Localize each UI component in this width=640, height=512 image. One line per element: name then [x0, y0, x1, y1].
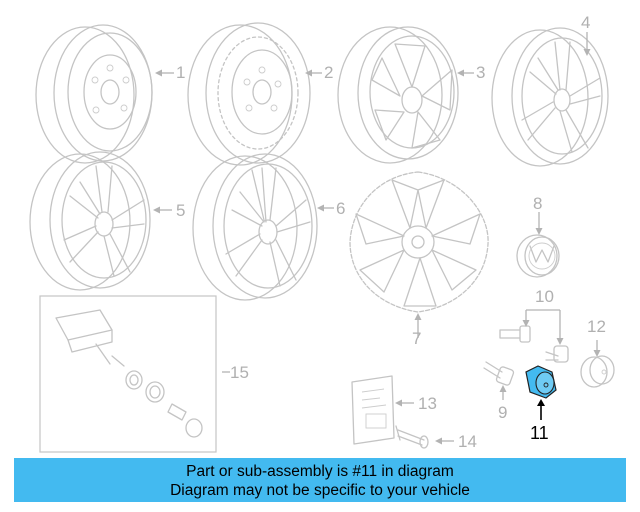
callout-5: 5 — [176, 201, 186, 220]
callout-9: 9 — [498, 403, 508, 422]
part-6-alloy-wheel[interactable] — [192, 153, 334, 301]
part-9-lug-bolt[interactable] — [483, 361, 515, 400]
part-1-steel-wheel[interactable] — [35, 24, 174, 164]
callout-4: 4 — [581, 13, 591, 32]
part-12-lock-cap[interactable] — [580, 340, 615, 388]
callout-15: 15 — [230, 363, 249, 382]
part-14-valve-stem[interactable] — [395, 425, 454, 449]
part-10-lug-bolt[interactable] — [499, 309, 569, 363]
callout-8: 8 — [533, 194, 543, 213]
callout-3: 3 — [476, 63, 486, 82]
callout-13: 13 — [418, 394, 437, 413]
part-5-alloy-wheel[interactable] — [29, 151, 172, 291]
callout-11: 11 — [530, 423, 549, 443]
part-2-tire-wheel[interactable] — [187, 22, 322, 166]
part-8-center-cap[interactable] — [516, 212, 560, 278]
part-15-tpms-sensor-kit[interactable] — [39, 295, 230, 453]
callout-14: 14 — [458, 432, 477, 451]
callout-2: 2 — [324, 63, 334, 82]
callout-10: 10 — [535, 287, 554, 306]
part-13-label[interactable] — [351, 375, 414, 445]
part-4-alloy-wheel[interactable] — [491, 27, 609, 167]
info-banner: Part or sub-assembly is #11 in diagram D… — [14, 458, 626, 502]
callout-12: 12 — [587, 317, 606, 336]
part-7-alloy-wheel[interactable] — [349, 171, 489, 338]
callout-6: 6 — [336, 199, 346, 218]
part-3-alloy-wheel[interactable] — [337, 26, 474, 164]
callout-1: 1 — [176, 63, 186, 82]
banner-line-2: Diagram may not be specific to your vehi… — [170, 482, 470, 499]
parts-diagram — [29, 22, 615, 453]
part-11-lock-nut[interactable] — [525, 365, 557, 420]
banner-line-1: Part or sub-assembly is #11 in diagram — [186, 463, 454, 480]
callout-7: 7 — [412, 329, 422, 348]
